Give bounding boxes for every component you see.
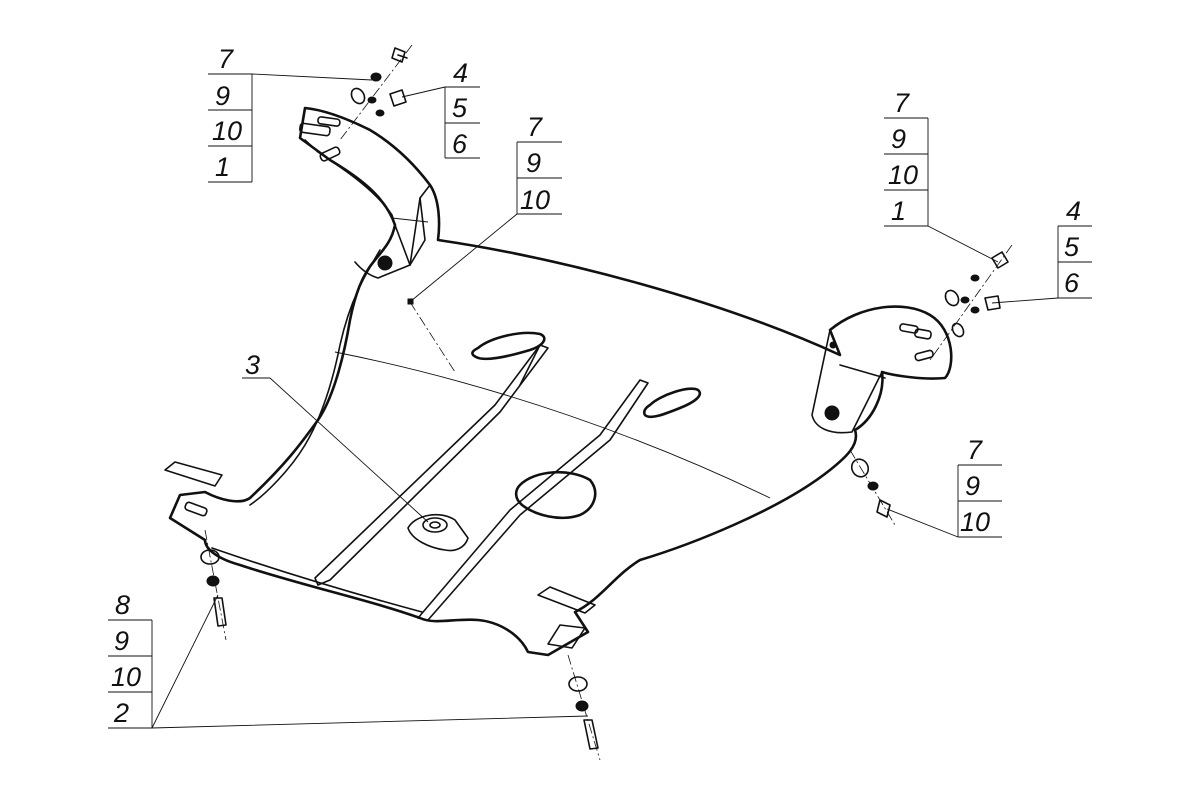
callout-label: 7 [218, 44, 234, 74]
callout-top-left-group: 7 9 10 1 [208, 44, 373, 183]
mount-hole [824, 405, 840, 421]
callout-label: 10 [520, 185, 550, 215]
callout-label: 5 [1064, 232, 1080, 262]
callout-right-bolts: 4 5 6 [991, 196, 1092, 304]
mount-hole [377, 255, 393, 271]
left-tab [164, 461, 223, 487]
right-tab [537, 586, 596, 614]
bolt-right-lower [849, 449, 896, 526]
callout-center-group: 7 9 10 [410, 112, 562, 302]
plate-inner-edge [249, 249, 381, 506]
fold-line [391, 217, 429, 223]
callout-label: 3 [245, 350, 260, 380]
rib-right [417, 379, 649, 621]
callout-label: 9 [114, 626, 129, 656]
callout-right-lower-group: 7 9 10 [886, 435, 1002, 538]
callout-label: 10 [960, 507, 990, 537]
callout-label: 5 [452, 93, 468, 123]
right-bracket [811, 329, 883, 434]
callout-label: 10 [888, 160, 918, 190]
callout-right-top-group: 7 9 10 1 [884, 88, 999, 263]
callout-bottom-left-group: 8 9 10 2 [108, 590, 589, 729]
callout-top-left-bolts: 4 5 6 [401, 58, 480, 159]
plate-front-edge [211, 547, 423, 613]
bolt-bottom-left [200, 529, 227, 641]
callout-label: 9 [526, 148, 541, 178]
plate-outline [168, 106, 953, 657]
bolt-bottom-center [567, 654, 601, 761]
center-fastener-marker [407, 298, 414, 305]
fasteners [200, 44, 1013, 761]
callout-label: 7 [894, 88, 910, 118]
fold-line [334, 351, 771, 499]
bolt-right-top [929, 244, 1013, 361]
callout-label: 9 [215, 81, 230, 111]
callout-label: 2 [113, 698, 129, 728]
callout-label: 10 [212, 116, 242, 146]
drain-opening [514, 470, 597, 520]
callout-label: 4 [1066, 196, 1081, 226]
callout-label: 7 [967, 435, 983, 465]
callout-label: 4 [453, 58, 468, 88]
callout-label: 7 [527, 112, 543, 142]
callout-part-3: 3 [242, 350, 429, 523]
callout-label: 6 [1064, 268, 1080, 298]
bolt-top-left [339, 44, 413, 141]
callout-label: 8 [115, 590, 130, 620]
plate-slot [642, 387, 702, 419]
callout-label: 6 [452, 129, 468, 159]
callout-label: 9 [891, 124, 906, 154]
callout-label: 9 [965, 471, 980, 501]
left-bracket-riser [304, 139, 396, 226]
drain-fitting [407, 513, 469, 552]
skid-plate [164, 106, 953, 657]
plate-slot [471, 331, 546, 361]
callout-label: 1 [891, 196, 906, 226]
callout-label: 1 [215, 152, 230, 182]
callout-label: 10 [111, 662, 141, 692]
rib-left [314, 344, 549, 586]
